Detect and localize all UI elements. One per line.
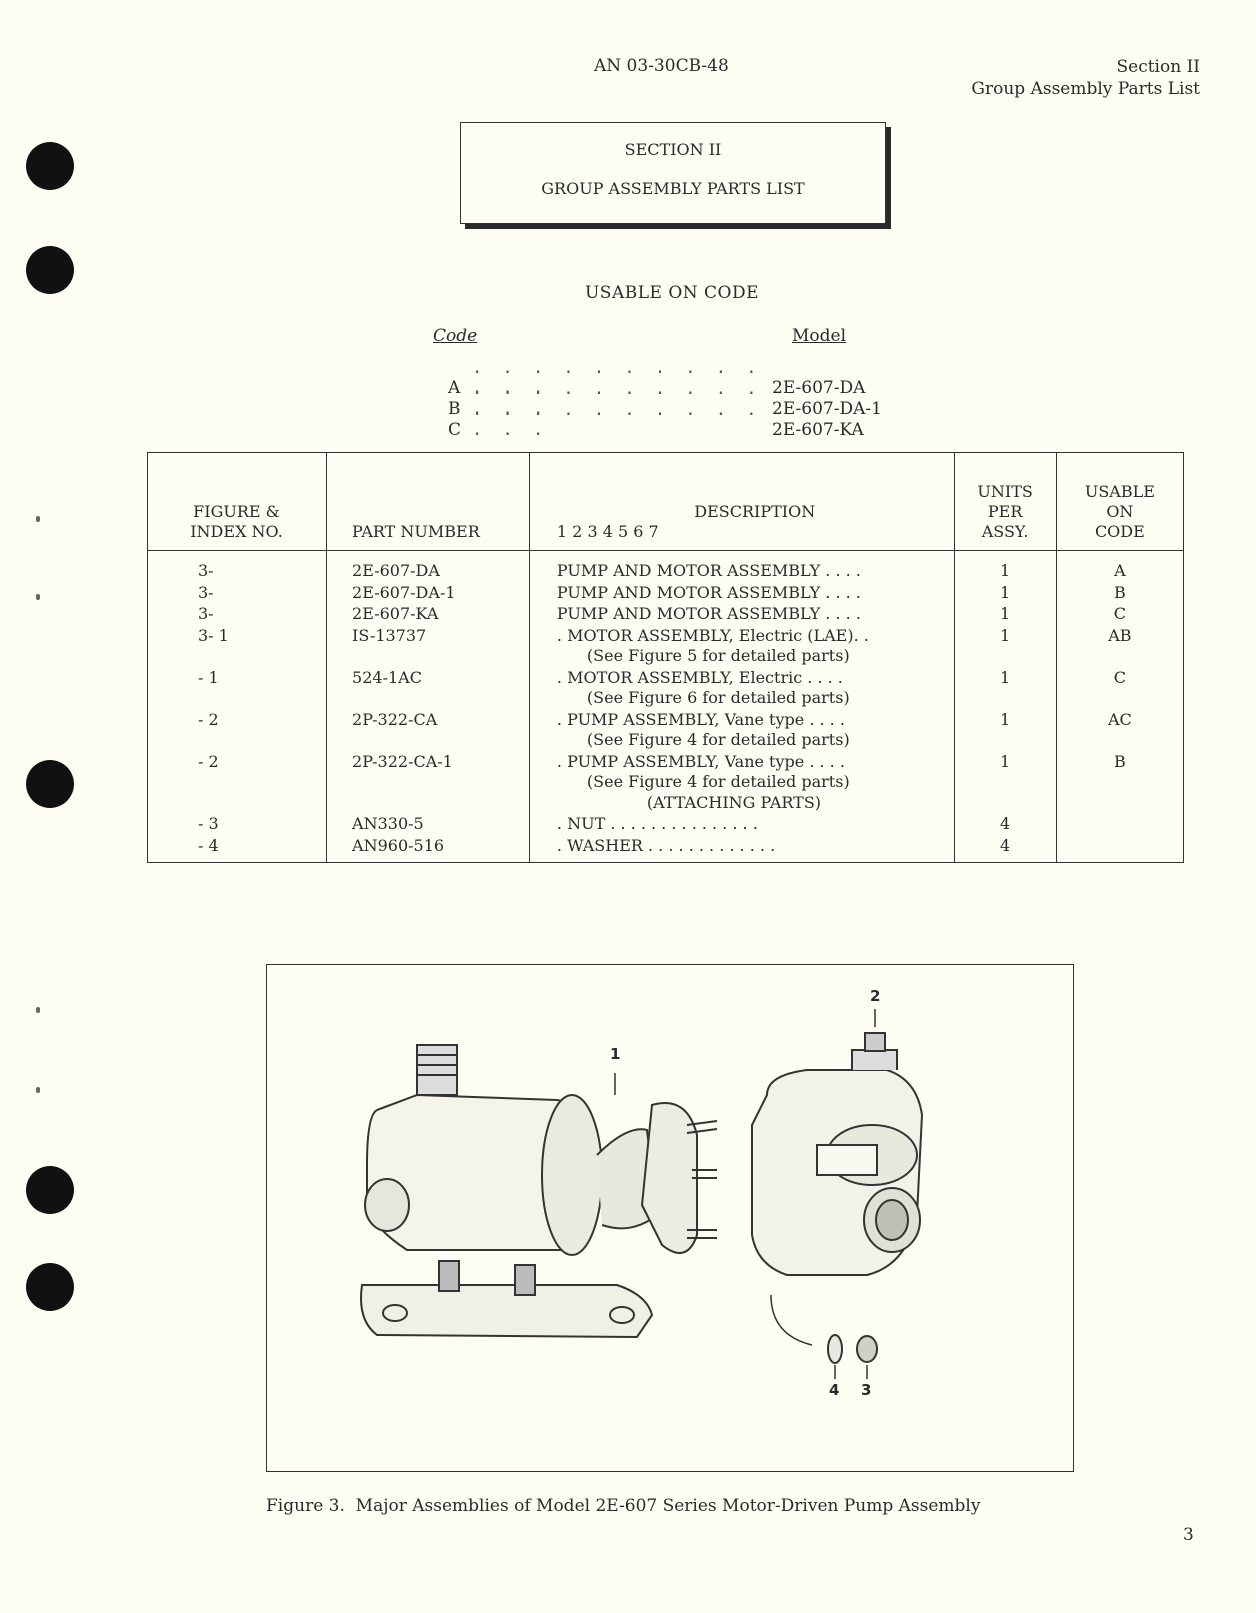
binder-hole bbox=[26, 1263, 74, 1311]
table-row: - 1 524-1AC . MOTOR ASSEMBLY, Electric .… bbox=[146, 667, 1185, 710]
leader-dots: . . . . . . . . . . . . . bbox=[472, 400, 762, 440]
code-row: A . . . . . . . . . . . . . 2E-607-DA bbox=[448, 358, 865, 398]
figure-index-header: FIGURE & INDEX NO. bbox=[146, 452, 328, 551]
binder-hole bbox=[26, 760, 74, 808]
binder-hole bbox=[26, 1166, 74, 1214]
callout-1: 1 bbox=[610, 1045, 621, 1063]
callout-3: 3 bbox=[861, 1381, 872, 1399]
model-number: 2E-607-KA bbox=[772, 420, 864, 440]
scan-speck bbox=[36, 516, 40, 522]
code-row: B . . . . . . . . . . . . . 2E-607-DA-1 bbox=[448, 379, 882, 419]
usable-on-code-title: USABLE ON CODE bbox=[584, 283, 760, 303]
table-row: - 4 AN960-516 . WASHER . . . . . . . . .… bbox=[146, 835, 1185, 863]
part-number-header: PART NUMBER bbox=[326, 452, 530, 551]
section-title-box: SECTION II GROUP ASSEMBLY PARTS LIST bbox=[460, 122, 886, 224]
leader-dots: . . . . . . . . . . . . . bbox=[472, 358, 762, 398]
code-letter: B bbox=[448, 399, 461, 419]
scan-speck bbox=[36, 594, 40, 600]
table-row: - 2 2P-322-CA . PUMP ASSEMBLY, Vane type… bbox=[146, 709, 1185, 752]
parts-list-table: FIGURE & INDEX NO. PART NUMBER DESCRIPTI… bbox=[146, 452, 1185, 863]
table-row: 3- 2E-607-KA PUMP AND MOTOR ASSEMBLY . .… bbox=[146, 604, 1185, 626]
code-row: C . . . . . . . . . . . . . 2E-607-KA bbox=[448, 400, 864, 440]
figure-caption: Figure 3. Major Assemblies of Model 2E-6… bbox=[266, 1496, 981, 1516]
detail-reference: (See Figure 4 for detailed parts) bbox=[586, 772, 850, 791]
section-subheading: GROUP ASSEMBLY PARTS LIST bbox=[541, 179, 805, 198]
section-title: Group Assembly Parts List bbox=[971, 79, 1200, 99]
code-column-header: Code bbox=[433, 326, 478, 346]
table-row: - 3 AN330-5 . NUT . . . . . . . . . . . … bbox=[146, 814, 1185, 836]
indent-levels: 1 2 3 4 5 6 7 bbox=[556, 522, 659, 541]
binder-hole bbox=[26, 246, 74, 294]
callout-4: 4 bbox=[829, 1381, 840, 1399]
binder-hole bbox=[26, 142, 74, 190]
table-row: 3- 2E-607-DA-1 PUMP AND MOTOR ASSEMBLY .… bbox=[146, 582, 1185, 604]
document-number: AN 03-30CB-48 bbox=[594, 56, 729, 76]
section-heading: SECTION II bbox=[624, 140, 722, 159]
section-label: Section II bbox=[1116, 57, 1200, 77]
model-number: 2E-607-DA-1 bbox=[772, 399, 882, 419]
description-header: DESCRIPTION 1 2 3 4 5 6 7 bbox=[528, 452, 955, 551]
units-header: UNITS PER ASSY. bbox=[953, 452, 1057, 551]
code-letter: C bbox=[448, 420, 462, 440]
detail-reference: (See Figure 5 for detailed parts) bbox=[586, 646, 850, 665]
scan-speck bbox=[36, 1007, 40, 1013]
running-header: Section II Group Assembly Parts List bbox=[971, 56, 1200, 100]
table-header-row: FIGURE & INDEX NO. PART NUMBER DESCRIPTI… bbox=[146, 452, 1185, 551]
table-row: 3- 2E-607-DA PUMP AND MOTOR ASSEMBLY . .… bbox=[146, 550, 1185, 583]
table-row: 3- 1 IS-13737 . MOTOR ASSEMBLY, Electric… bbox=[146, 625, 1185, 668]
model-number: 2E-607-DA bbox=[772, 378, 866, 398]
callout-2: 2 bbox=[870, 987, 881, 1005]
code-letter: A bbox=[448, 378, 461, 398]
page-number: 3 bbox=[1183, 1525, 1194, 1545]
attaching-parts-label: (ATTACHING PARTS) bbox=[646, 792, 822, 812]
detail-reference: (See Figure 6 for detailed parts) bbox=[586, 688, 850, 707]
detail-reference: (See Figure 4 for detailed parts) bbox=[586, 730, 850, 749]
usable-code-header: USABLE ON CODE bbox=[1055, 452, 1185, 551]
model-column-header: Model bbox=[792, 326, 847, 346]
leader-dots: . . . . . . . . . . . . . bbox=[472, 379, 762, 419]
pump-motor-illustration bbox=[360, 1009, 924, 1379]
figure-3-illustration: 1 2 4 3 bbox=[266, 964, 1074, 1472]
scan-speck bbox=[36, 1087, 40, 1093]
table-row: - 2 2P-322-CA-1 . PUMP ASSEMBLY, Vane ty… bbox=[146, 751, 1185, 814]
